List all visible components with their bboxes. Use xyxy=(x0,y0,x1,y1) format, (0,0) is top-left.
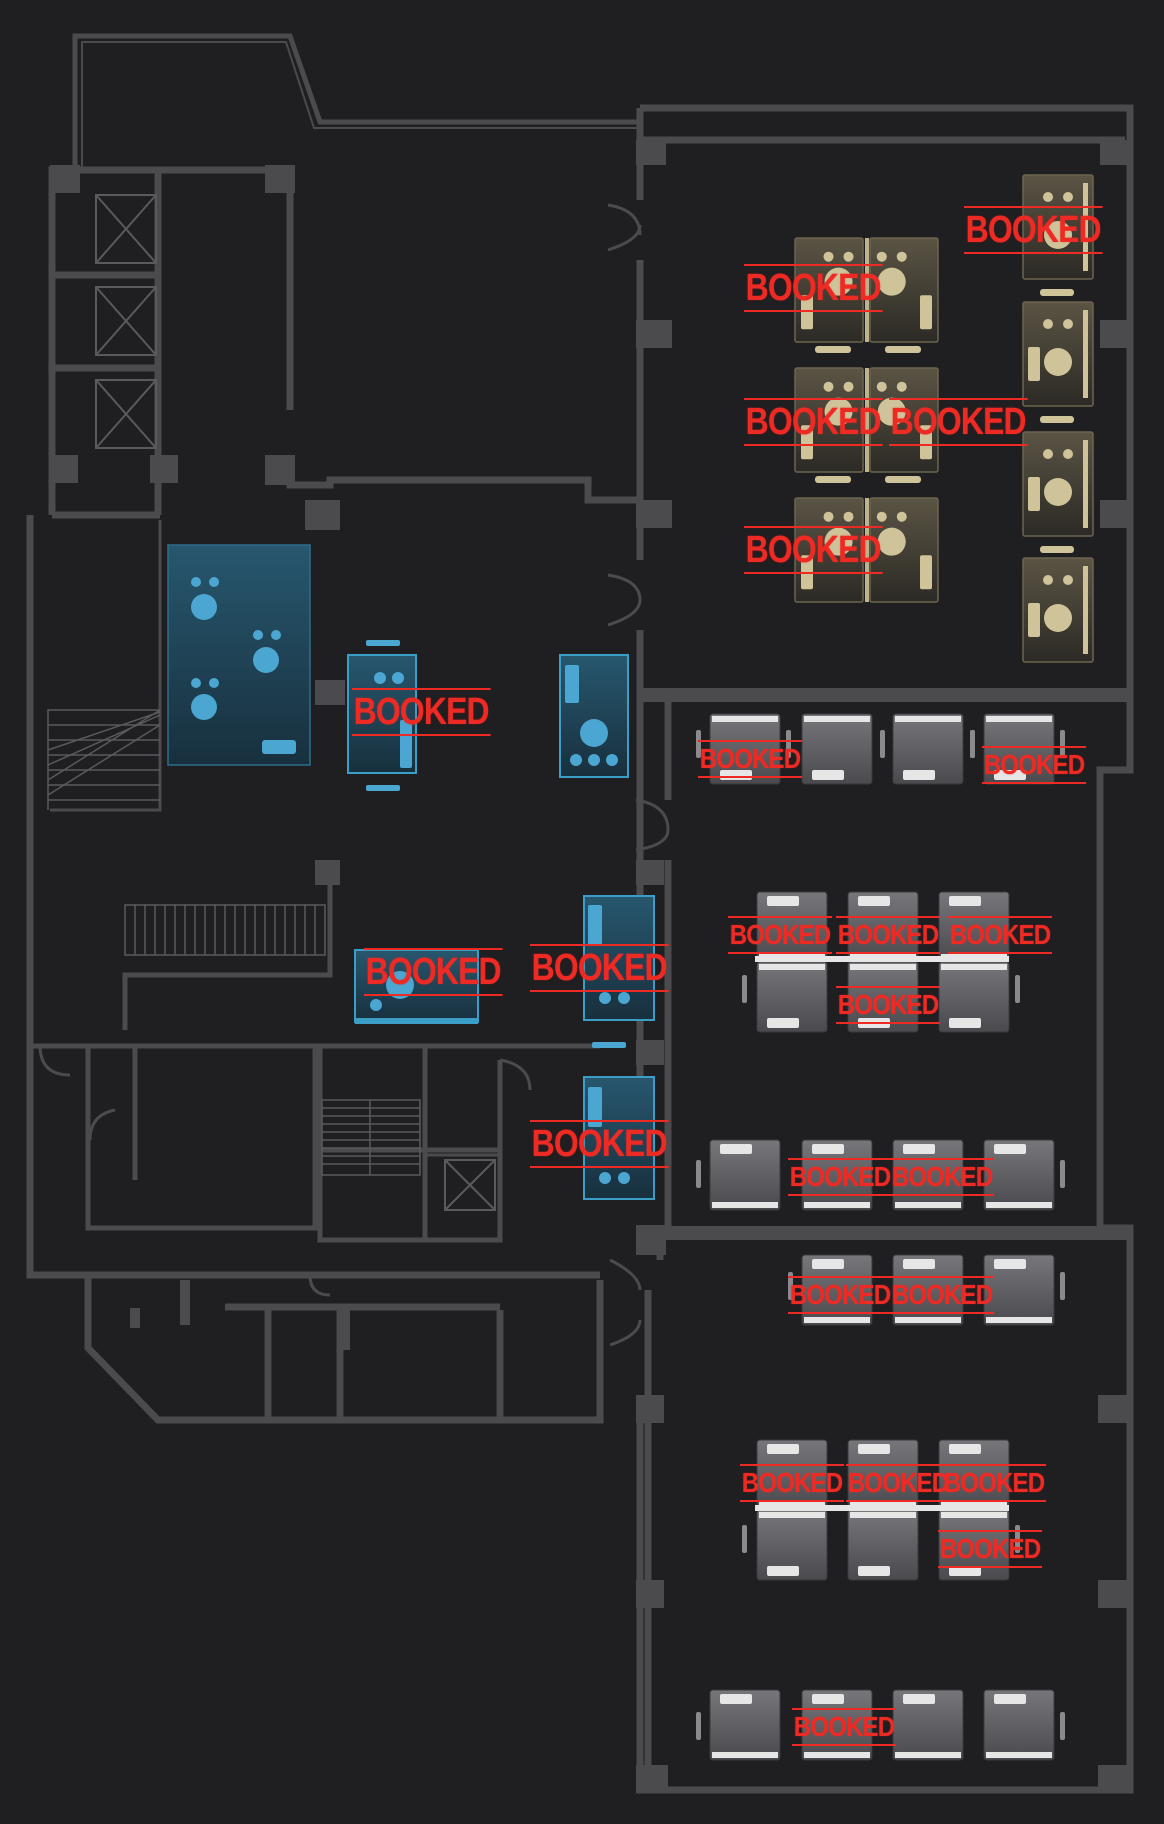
booked-label-lounge-4: BOOKED xyxy=(530,1120,669,1168)
booked-label-desk-12: BOOKED xyxy=(846,1464,950,1502)
booked-label-desk-10: BOOKED xyxy=(890,1276,994,1314)
booked-label-exec-5: BOOKED xyxy=(744,526,883,574)
desk[interactable] xyxy=(709,1139,781,1211)
desk[interactable] xyxy=(801,1139,873,1211)
executive-booth[interactable] xyxy=(869,367,939,473)
desk[interactable] xyxy=(983,713,1055,785)
booked-label-desk-7: BOOKED xyxy=(788,1158,892,1196)
booked-label-desk-15: BOOKED xyxy=(792,1708,896,1746)
booked-label-exec-2: BOOKED xyxy=(744,264,883,312)
executive-booth[interactable] xyxy=(794,497,864,603)
booked-label-desk-13: BOOKED xyxy=(942,1464,1046,1502)
executive-booth[interactable] xyxy=(794,367,864,473)
booked-label-exec-4: BOOKED xyxy=(889,398,1028,446)
desk[interactable] xyxy=(938,1509,1010,1581)
desk[interactable] xyxy=(801,1254,873,1326)
booked-label-desk-4: BOOKED xyxy=(836,916,940,954)
desk[interactable] xyxy=(847,961,919,1033)
booked-label-desk-5: BOOKED xyxy=(948,916,1052,954)
lounge-booth[interactable] xyxy=(347,640,417,791)
booked-label-desk-2: BOOKED xyxy=(982,746,1086,784)
desk[interactable] xyxy=(709,1689,781,1761)
stair-icon xyxy=(47,709,421,1176)
desk[interactable] xyxy=(756,961,828,1033)
executive-booth[interactable] xyxy=(869,497,939,603)
booked-label-desk-8: BOOKED xyxy=(890,1158,994,1196)
desk[interactable] xyxy=(983,1139,1055,1211)
executive-booth[interactable] xyxy=(1022,301,1094,407)
executive-booth[interactable] xyxy=(1022,557,1094,663)
booked-label-desk-1: BOOKED xyxy=(698,740,802,778)
desk[interactable] xyxy=(756,1509,828,1581)
desk[interactable] xyxy=(983,1254,1055,1326)
booked-label-exec-1: BOOKED xyxy=(964,206,1103,254)
pillars xyxy=(50,140,1132,1793)
booked-label-exec-3: BOOKED xyxy=(744,398,883,446)
desk[interactable] xyxy=(892,1139,964,1211)
lounge-booth[interactable] xyxy=(583,895,655,1048)
lounge-booth[interactable] xyxy=(559,654,629,778)
desk[interactable] xyxy=(801,713,873,785)
executive-booth[interactable] xyxy=(869,237,939,343)
door-icon xyxy=(38,203,670,1347)
executive-suite xyxy=(794,174,1094,663)
elevator-icon xyxy=(95,194,496,1211)
desk[interactable] xyxy=(847,1509,919,1581)
desk[interactable] xyxy=(983,1689,1055,1761)
booked-label-lounge-2: BOOKED xyxy=(364,948,503,996)
lounge xyxy=(167,544,655,1200)
booked-label-desk-11: BOOKED xyxy=(740,1464,844,1502)
desk[interactable] xyxy=(938,961,1010,1033)
desk[interactable] xyxy=(892,713,964,785)
desk[interactable] xyxy=(892,1254,964,1326)
booked-label-desk-14: BOOKED xyxy=(938,1530,1042,1568)
desk[interactable] xyxy=(801,1689,873,1761)
booked-label-desk-6: BOOKED xyxy=(836,986,940,1024)
lounge-booth[interactable] xyxy=(354,949,479,1024)
open-office-desks xyxy=(696,713,1065,1761)
executive-booth[interactable] xyxy=(1022,431,1094,537)
booked-label-desk-3: BOOKED xyxy=(728,916,832,954)
booked-label-desk-9: BOOKED xyxy=(788,1276,892,1314)
lounge-sofa[interactable] xyxy=(167,544,311,766)
booked-label-lounge-1: BOOKED xyxy=(352,688,491,736)
desk[interactable] xyxy=(892,1689,964,1761)
lounge-booth[interactable] xyxy=(583,1076,655,1200)
booked-label-lounge-3: BOOKED xyxy=(530,944,669,992)
wall-accents xyxy=(130,1280,350,1350)
